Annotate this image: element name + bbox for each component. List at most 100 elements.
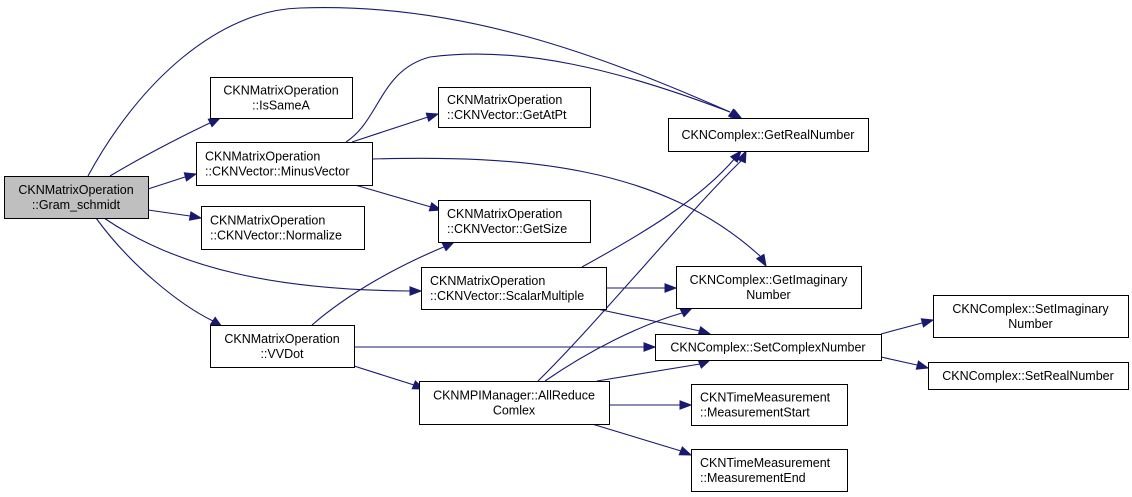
node-label-line: ::CKNVector::MinusVector bbox=[205, 165, 350, 179]
edge-gram-schmidt-to-normalize bbox=[147, 209, 203, 221]
arrowhead-icon bbox=[697, 359, 712, 369]
node-measurement-end[interactable]: CKNTimeMeasurement::MeasurementEnd bbox=[691, 449, 848, 492]
edge-scalar-multiple-to-get-real-number bbox=[581, 149, 742, 268]
edge-minus-vector-to-get-imaginary-number bbox=[371, 157, 767, 268]
node-label-line: ::CKNVector::GetSize bbox=[447, 222, 567, 236]
node-gram-schmidt[interactable]: CKNMatrixOperation::Gram_schmidt bbox=[4, 176, 149, 219]
edge-line bbox=[581, 156, 737, 268]
node-label-line: CKNComplex::SetComplexNumber bbox=[670, 341, 865, 355]
edge-all-reduce-comlex-to-get-real-number bbox=[537, 149, 747, 382]
node-label-line: ::MeasurementStart bbox=[700, 406, 810, 420]
arrowhead-icon bbox=[915, 360, 930, 370]
arrowhead-icon bbox=[679, 400, 693, 410]
edge-line bbox=[544, 312, 683, 382]
node-label-line: ::Gram_schmidt bbox=[32, 198, 121, 212]
edge-minus-vector-to-get-real-number bbox=[345, 53, 742, 143]
node-get-at-pt[interactable]: CKNMatrixOperation::CKNVector::GetAtPt bbox=[438, 87, 591, 128]
node-vvdot[interactable]: CKNMatrixOperation::VVDot bbox=[210, 325, 355, 368]
node-scalar-multiple[interactable]: CKNMatrixOperation::CKNVector::ScalarMul… bbox=[421, 267, 607, 310]
edge-all-reduce-comlex-to-set-complex-number bbox=[596, 359, 712, 382]
node-label-line: CKNMatrixOperation bbox=[223, 84, 338, 98]
node-label-line: Comlex bbox=[493, 404, 536, 418]
edge-line bbox=[596, 363, 701, 382]
node-box bbox=[691, 384, 848, 426]
node-label-line: ::IsSameA bbox=[252, 99, 310, 113]
edge-all-reduce-comlex-to-measurement-start bbox=[609, 400, 693, 410]
node-box bbox=[691, 449, 848, 492]
arrowhead-icon bbox=[425, 112, 440, 123]
node-box bbox=[933, 295, 1129, 338]
node-box bbox=[201, 206, 365, 250]
edge-gram-schmidt-to-get-real-number bbox=[87, 6, 744, 177]
node-label-line: Number bbox=[1008, 317, 1052, 331]
node-set-complex-number[interactable]: CKNComplex::SetComplexNumber bbox=[655, 334, 882, 361]
edge-line bbox=[880, 356, 918, 366]
edge-line bbox=[147, 209, 191, 217]
arrowhead-icon bbox=[755, 253, 767, 268]
node-label-line: CKNTimeMeasurement bbox=[700, 391, 831, 405]
edge-vvdot-to-set-complex-number bbox=[354, 342, 657, 352]
node-label-line: ::CKNVector::Normalize bbox=[210, 229, 342, 243]
node-label-line: CKNComplex::GetImaginary bbox=[690, 273, 848, 287]
edge-line bbox=[591, 423, 682, 452]
node-label-line: CKNMatrixOperation bbox=[447, 207, 562, 221]
arrowhead-icon bbox=[207, 117, 222, 128]
node-set-real-number[interactable]: CKNComplex::SetRealNumber bbox=[928, 362, 1129, 390]
edge-line bbox=[354, 184, 432, 208]
node-box bbox=[438, 200, 591, 243]
edge-line bbox=[311, 245, 447, 326]
arrowhead-icon bbox=[188, 211, 203, 221]
node-label-line: CKNMatrixOperation bbox=[224, 332, 339, 346]
node-box bbox=[668, 118, 869, 152]
node-label-line: CKNMatrixOperation bbox=[205, 150, 320, 164]
arrowhead-icon bbox=[697, 325, 712, 336]
edge-set-complex-number-to-set-real-number bbox=[880, 356, 930, 370]
edge-minus-vector-to-get-size bbox=[354, 184, 443, 212]
edge-line bbox=[87, 6, 731, 177]
node-box bbox=[928, 362, 1129, 390]
node-box bbox=[438, 87, 591, 128]
arrowhead-icon bbox=[920, 318, 935, 328]
edge-gram-schmidt-to-minus-vector bbox=[147, 172, 198, 190]
nodes-layer: CKNMatrixOperation::Gram_schmidtCKNMatri… bbox=[4, 77, 1129, 492]
node-label-line: CKNMatrixOperation bbox=[18, 183, 133, 197]
node-label-line: CKNComplex::SetImaginary bbox=[952, 302, 1109, 316]
node-minus-vector[interactable]: CKNMatrixOperation::CKNVector::MinusVect… bbox=[196, 142, 373, 186]
node-box bbox=[210, 77, 353, 119]
edge-line bbox=[109, 121, 213, 177]
node-get-real-number[interactable]: CKNComplex::GetRealNumber bbox=[668, 118, 869, 152]
edges-layer bbox=[87, 6, 935, 456]
arrowhead-icon bbox=[679, 307, 694, 318]
node-box bbox=[421, 267, 607, 310]
arrowhead-icon bbox=[727, 108, 742, 120]
node-normalize[interactable]: CKNMatrixOperation::CKNVector::Normalize bbox=[201, 206, 365, 250]
edge-line bbox=[95, 217, 214, 322]
node-box bbox=[210, 325, 355, 368]
node-label-line: ::VVDot bbox=[260, 347, 304, 361]
node-box bbox=[676, 266, 862, 309]
node-box bbox=[419, 381, 610, 425]
edge-line bbox=[345, 53, 731, 143]
edge-line bbox=[596, 308, 701, 332]
node-label-line: CKNMatrixOperation bbox=[210, 214, 325, 228]
node-measurement-start[interactable]: CKNTimeMeasurement::MeasurementStart bbox=[691, 384, 848, 426]
node-label-line: CKNTimeMeasurement bbox=[700, 456, 831, 470]
edge-scalar-multiple-to-set-complex-number bbox=[596, 308, 712, 336]
node-is-same-a[interactable]: CKNMatrixOperation::IsSameA bbox=[210, 77, 353, 119]
edge-all-reduce-comlex-to-measurement-end bbox=[591, 423, 693, 456]
arrowhead-icon bbox=[729, 149, 742, 163]
arrowhead-icon bbox=[441, 241, 456, 252]
edge-line bbox=[147, 176, 186, 190]
edge-minus-vector-to-get-at-pt bbox=[351, 112, 440, 143]
node-label-line: ::MeasurementEnd bbox=[700, 471, 806, 485]
node-get-size[interactable]: CKNMatrixOperation::CKNVector::GetSize bbox=[438, 200, 591, 243]
node-box bbox=[4, 176, 149, 219]
edge-line bbox=[351, 116, 429, 143]
arrowhead-icon bbox=[183, 172, 198, 182]
edge-line bbox=[371, 157, 761, 257]
edge-line bbox=[880, 322, 923, 335]
